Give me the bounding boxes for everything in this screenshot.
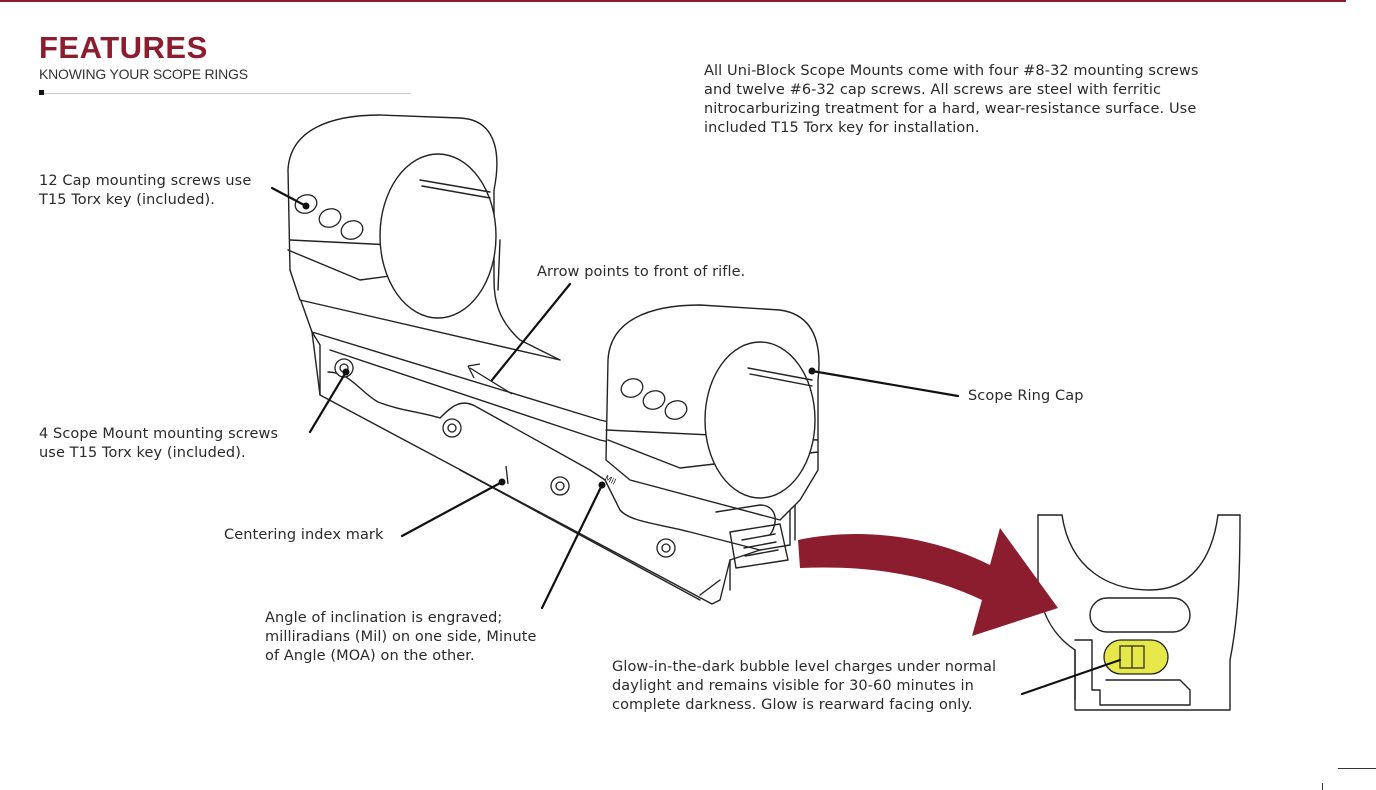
leader-lines [270, 186, 1122, 696]
callout-mount-screws: 4 Scope Mount mounting screws use T15 To… [39, 426, 279, 461]
index-mark [505, 465, 509, 485]
front-arrow-icon [467, 363, 513, 395]
rear-scope-ring [287, 114, 561, 361]
callout-bubble: Glow-in-the-dark bubble level charges un… [612, 659, 997, 713]
page-subtitle: KNOWING YOUR SCOPE RINGS [39, 66, 248, 82]
title-divider [39, 93, 411, 94]
footer-tick [1322, 783, 1323, 790]
callout-arrow: Arrow points to front of rifle. [537, 264, 746, 280]
cap-screws-front [620, 378, 688, 420]
callout-centering: Centering index mark [224, 527, 384, 543]
front-scope-ring [605, 304, 820, 536]
callout-cap-screws: 12 Cap mounting screws use T15 Torx key … [39, 173, 252, 208]
footer-rule [1338, 768, 1376, 769]
bracket-arrow [798, 528, 1058, 636]
mount-base [289, 269, 796, 605]
title-marker [39, 90, 44, 95]
engraved-angle-mark: Mil [603, 474, 617, 487]
bubble-level-bracket [1037, 514, 1241, 711]
bubble-level [1103, 639, 1169, 675]
intro-paragraph: All Uni-Block Scope Mounts come with fou… [704, 63, 1199, 136]
callout-ring-cap: Scope Ring Cap [968, 388, 1084, 404]
mount-screws [334, 358, 676, 558]
top-rule [0, 0, 1346, 2]
page-title: FEATURES [39, 30, 208, 65]
leader-dots [302, 202, 816, 489]
callout-inclination: Angle of inclination is engraved; millir… [265, 610, 537, 664]
